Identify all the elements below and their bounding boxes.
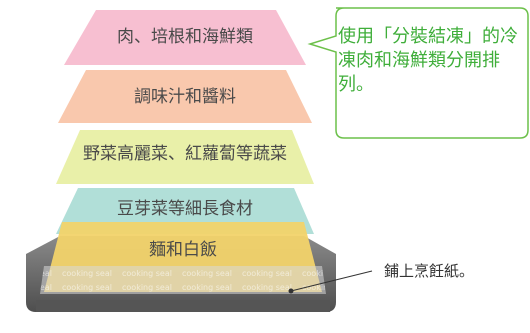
layer-label-noodles-rice: 麵和白飯 xyxy=(149,240,217,260)
layer-label-vegetables: 野菜高麗菜、紅蘿蔔等蔬菜 xyxy=(83,144,287,164)
note-pointer-dot xyxy=(288,288,294,294)
layer-meat-seafood xyxy=(64,10,306,65)
layer-sauce xyxy=(58,70,312,123)
layer-vegetables xyxy=(56,130,314,184)
note-text: 鋪上烹飪紙。 xyxy=(384,262,475,280)
callout-bubble xyxy=(307,7,529,139)
layer-label-sauce: 調味汁和醬料 xyxy=(134,87,236,107)
callout-text: 使用「分裝結凍」的冷凍肉和海鮮類分開排列。 xyxy=(338,26,518,95)
layer-label-meat-seafood: 肉、培根和海鮮類 xyxy=(117,27,253,47)
tray-lip xyxy=(36,300,330,312)
cooking-paper-print xyxy=(40,266,326,294)
note-pointer-line xyxy=(290,270,373,292)
layer-label-bean-sprouts: 豆芽菜等細長食材 xyxy=(117,199,253,219)
